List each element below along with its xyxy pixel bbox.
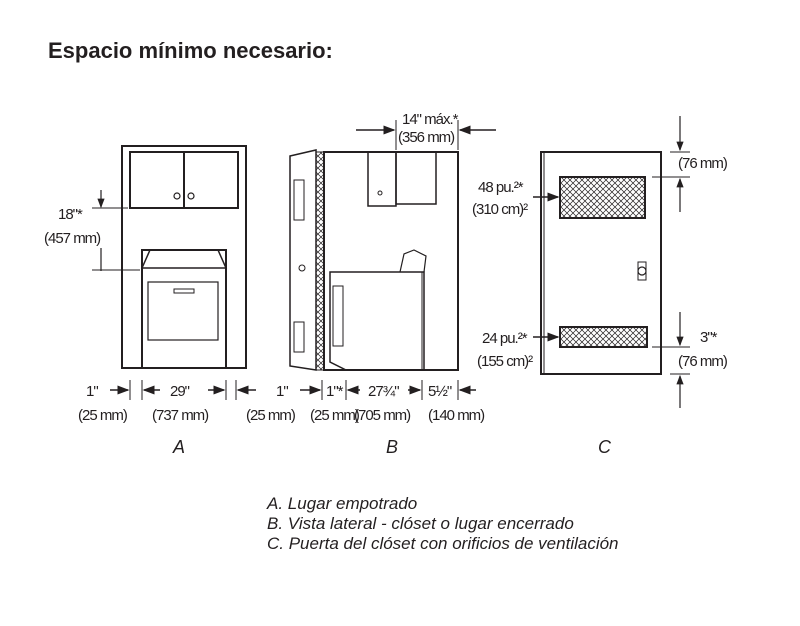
a-width-dim-mm: (737 mm) (152, 407, 209, 424)
a-left-dim-mm: (25 mm) (78, 407, 128, 424)
legend-item-c: C. Puerta del clóset con orificios de ve… (267, 534, 619, 553)
a-left-dim: 1" (86, 383, 98, 400)
b-front-dim-mm: (140 mm) (428, 407, 485, 424)
c-bottom-vent-cm: (155 cm)² (477, 353, 533, 370)
label-b: B (386, 437, 398, 457)
page-title: Espacio mínimo necesario: (48, 38, 333, 63)
b-depth-dim: 27¾" (368, 383, 399, 400)
b-back-dim: 1" (276, 383, 288, 400)
legend-item-b: B. Vista lateral - clóset o lugar encerr… (267, 514, 574, 533)
label-c: C (598, 437, 612, 457)
label-a: A (172, 437, 185, 457)
legend: A. Lugar empotrado B. Vista lateral - cl… (267, 494, 619, 554)
b-back-dim-mm: (25 mm) (246, 407, 296, 424)
b-depth-dim-mm: (705 mm) (354, 407, 411, 424)
c-bottom-margin-mm: (76 mm) (678, 353, 728, 370)
closet-door-diagram (533, 116, 690, 408)
b-top-dim: 14" máx.* (402, 111, 459, 128)
b-gap-dim-mm: (25 mm) (310, 407, 360, 424)
b-front-dim: 5½" (428, 383, 452, 400)
c-bottom-vent: 24 pu.²* (482, 330, 528, 347)
a-top-dim: 18"* (58, 206, 83, 223)
a-top-dim-mm: (457 mm) (44, 230, 101, 247)
side-view-diagram (235, 120, 496, 400)
b-top-dim-mm: (356 mm) (398, 129, 455, 146)
recess-diagram (92, 145, 247, 400)
c-top-vent-cm: (310 cm)² (472, 201, 528, 218)
b-gap-dim: 1"* (326, 383, 344, 400)
a-width-dim: 29" (170, 383, 190, 400)
c-top-margin-mm: (76 mm) (678, 155, 728, 172)
c-bottom-margin: 3"* (700, 329, 718, 346)
c-top-vent: 48 pu.²* (478, 179, 524, 196)
legend-item-a: A. Lugar empotrado (267, 494, 418, 513)
